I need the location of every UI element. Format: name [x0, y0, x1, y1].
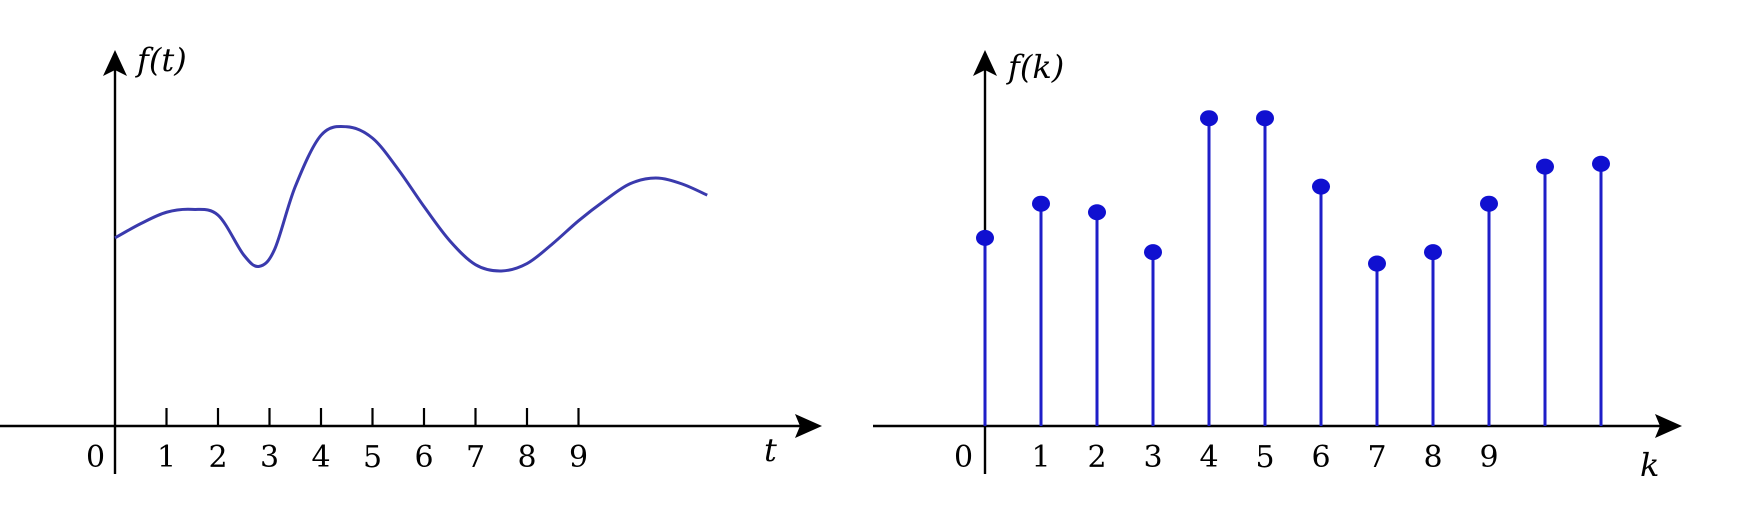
- x-axis-arrowhead: [795, 414, 822, 438]
- stem-point: [1256, 110, 1274, 127]
- x-tick-labels: 1 2 3 4 5 6 7 8 9: [1031, 440, 1498, 475]
- x-tick-label: 4: [1199, 440, 1218, 475]
- x-axis-label: t: [764, 431, 777, 469]
- origin-label: 0: [86, 440, 105, 475]
- origin-label: 0: [954, 440, 973, 475]
- x-tick-label: 5: [363, 440, 382, 475]
- x-tick-label: 3: [260, 440, 279, 475]
- signal-curve: [114, 124, 708, 273]
- x-tick-label: 2: [1087, 440, 1106, 475]
- stem-point: [1592, 155, 1610, 172]
- stem-point: [976, 229, 994, 246]
- stem-point: [1088, 204, 1106, 221]
- y-axis-arrowhead: [103, 50, 127, 76]
- stem-point: [1312, 178, 1330, 195]
- stem-point: [1144, 244, 1162, 261]
- discrete-signal-chart: 1 2 3 4 5 6 7 8 9 0 k f(k): [873, 48, 1682, 484]
- x-tick-label: 1: [1031, 440, 1050, 475]
- x-tick-label: 2: [208, 440, 227, 475]
- x-tick-label: 9: [569, 440, 588, 475]
- stem-point: [1368, 255, 1386, 272]
- stem-point: [1200, 110, 1218, 127]
- stem-point: [1032, 195, 1050, 212]
- x-tick-label: 8: [517, 440, 536, 475]
- stem-point: [1480, 195, 1498, 212]
- x-axis-arrowhead: [1655, 414, 1682, 438]
- stem-point: [1536, 158, 1554, 175]
- x-tick-label: 5: [1255, 440, 1274, 475]
- x-tick-label: 4: [311, 440, 330, 475]
- y-axis-label: f(t): [135, 41, 187, 79]
- x-axis-label: k: [1640, 446, 1659, 484]
- x-ticks: [165, 408, 580, 426]
- y-axis-label: f(k): [1006, 48, 1064, 86]
- x-tick-label: 8: [1423, 440, 1442, 475]
- x-tick-label: 6: [414, 440, 433, 475]
- y-axis-arrowhead: [973, 50, 997, 76]
- x-tick-label: 7: [1367, 440, 1386, 475]
- x-tick-label: 7: [466, 440, 485, 475]
- x-tick-label: 3: [1143, 440, 1162, 475]
- stem-series: [976, 110, 1610, 426]
- x-tick-label: 6: [1311, 440, 1330, 475]
- x-tick-label: 1: [157, 440, 176, 475]
- x-tick-label: 9: [1479, 440, 1498, 475]
- stem-point: [1424, 244, 1442, 261]
